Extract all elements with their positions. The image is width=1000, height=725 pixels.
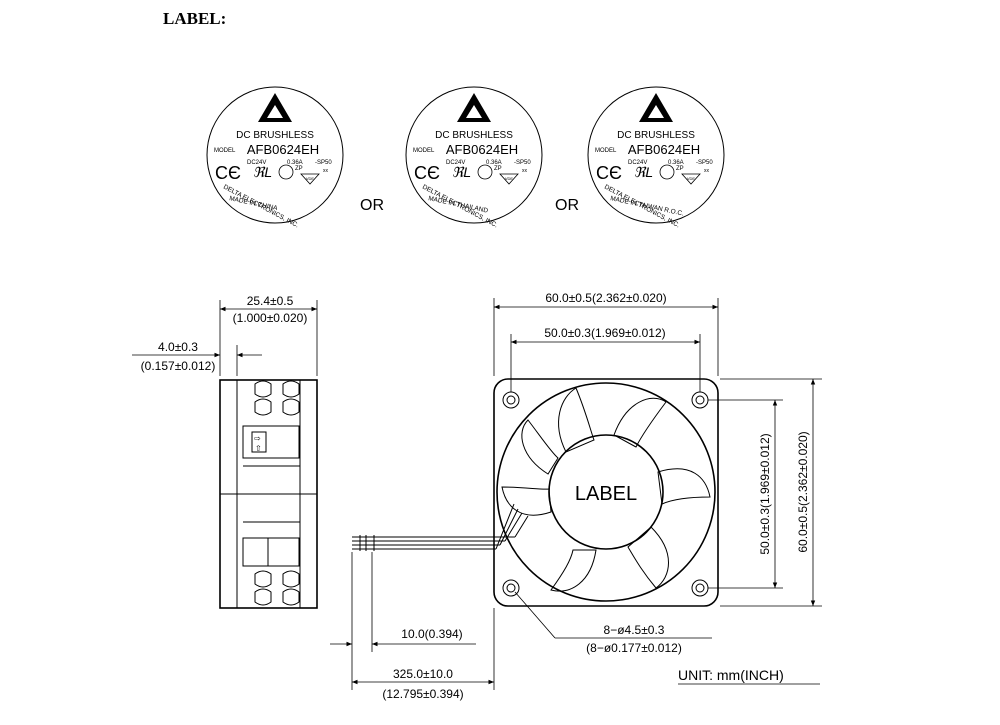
- wire-length-mm: 325.0±10.0: [393, 667, 453, 681]
- height-hole: 50.0±0.3(1.969±0.012): [758, 433, 772, 554]
- tuv-mark-icon: [278, 164, 294, 180]
- depth-mm: 25.4±0.5: [247, 294, 294, 308]
- label-title: DC BRUSHLESS: [236, 130, 314, 141]
- origin-text: MADE IN TAIWAN R.O.C.: [610, 195, 685, 217]
- vde-mark-icon: VDE: [499, 173, 519, 185]
- rotation-arrow-icon: ⇧: [255, 444, 262, 453]
- voltage: DC24V: [628, 160, 647, 166]
- fan-front-view: LABEL: [493, 378, 719, 607]
- label-outline: [587, 86, 725, 224]
- holes-in: (8−ø0.177±0.012): [586, 641, 682, 655]
- flange-mm: 4.0±0.3: [158, 340, 198, 354]
- model-prefix: MODEL: [595, 148, 617, 154]
- ul-mark-icon: ℜL: [634, 164, 653, 180]
- xx-mark: xx: [323, 168, 329, 174]
- suffix: -SP50: [315, 160, 332, 166]
- model-number: AFB0624EH: [247, 142, 319, 157]
- ce-mark-icon: CЄ: [596, 163, 622, 183]
- lead-wires: [352, 535, 515, 551]
- depth-dimension: 25.4±0.5 (1.000±0.020): [219, 294, 318, 376]
- hub-label: LABEL: [575, 483, 637, 505]
- unit-label: UNIT: mm(INCH): [678, 667, 784, 683]
- voltage: DC24V: [446, 160, 465, 166]
- zp-mark: ZP: [676, 166, 684, 172]
- ce-mark-icon: CЄ: [215, 163, 241, 183]
- model-number: AFB0624EH: [628, 142, 700, 157]
- wire-length-dimension: 325.0±10.0 (12.795±0.394): [352, 608, 495, 701]
- current: 0.36A: [287, 160, 303, 166]
- delta-logo-icon: [457, 93, 491, 122]
- front-frame: [493, 378, 719, 607]
- label-disc-taiwan: DC BRUSHLESS MODEL AFB0624EH DC24V 0.36A…: [587, 86, 725, 229]
- svg-text:VDE: VDE: [505, 176, 514, 181]
- height-total: 60.0±0.5(2.362±0.020): [796, 431, 810, 552]
- fan-opening: [496, 382, 716, 602]
- airflow-arrow-icon: ⇨: [254, 434, 261, 443]
- label-outline: [405, 86, 543, 224]
- flange-in: (0.157±0.012): [141, 359, 216, 373]
- model-prefix: MODEL: [413, 148, 435, 154]
- depth-in: (1.000±0.020): [233, 311, 308, 325]
- hole-spacing: 50.0±0.3(1.969±0.012): [544, 326, 665, 340]
- zp-mark: ZP: [494, 166, 502, 172]
- delta-logo-icon: [258, 93, 292, 122]
- width-total: 60.0±0.5(2.362±0.020): [545, 291, 666, 305]
- width-dimension: 60.0±0.5(2.362±0.020): [493, 291, 719, 376]
- fan-side-view: ⇨ ⇧: [219, 379, 318, 609]
- label-title: DC BRUSHLESS: [435, 130, 513, 141]
- ul-mark-icon: ℜL: [253, 164, 272, 180]
- delta-logo-icon: [639, 93, 673, 122]
- hole-spacing-dimension: 50.0±0.3(1.969±0.012): [510, 326, 701, 392]
- vde-mark-icon: VDE: [681, 173, 701, 185]
- flange-dimension: 4.0±0.3 (0.157±0.012): [132, 340, 262, 376]
- current: 0.36A: [668, 160, 684, 166]
- fan-hub: [548, 434, 664, 550]
- ce-mark-icon: CЄ: [414, 163, 440, 183]
- xx-mark: xx: [522, 168, 528, 174]
- xx-mark: xx: [704, 168, 710, 174]
- svg-text:VDE: VDE: [306, 176, 315, 181]
- ul-mark-icon: ℜL: [452, 164, 471, 180]
- suffix: -SP50: [514, 160, 531, 166]
- wire-strip-dimension: 10.0(0.394): [330, 552, 476, 690]
- height-hole-dimension: 50.0±0.3(1.969±0.012): [708, 399, 783, 589]
- fan-blades: [501, 387, 711, 592]
- label-outline: [206, 86, 344, 224]
- label-title: DC BRUSHLESS: [617, 130, 695, 141]
- tuv-mark-icon: [477, 164, 493, 180]
- label-section-title: LABEL:: [163, 9, 226, 28]
- or-separator: OR: [555, 197, 579, 214]
- suffix: -SP50: [696, 160, 713, 166]
- label-disc-thailand: DC BRUSHLESS MODEL AFB0624EH DC24V 0.36A…: [405, 86, 543, 229]
- zp-mark: ZP: [295, 166, 303, 172]
- wire-strip: 10.0(0.394): [401, 627, 462, 641]
- height-total-dimension: 60.0±0.5(2.362±0.020): [720, 378, 822, 607]
- voltage: DC24V: [247, 160, 266, 166]
- wire-length-in: (12.795±0.394): [382, 687, 463, 701]
- or-separator: OR: [360, 197, 384, 214]
- vde-mark-icon: VDE: [300, 173, 320, 185]
- label-disc-china: DC BRUSHLESS MODEL AFB0624EH DC24V 0.36A…: [206, 86, 344, 229]
- tuv-mark-icon: [659, 164, 675, 180]
- model-prefix: MODEL: [214, 148, 236, 154]
- model-number: AFB0624EH: [446, 142, 518, 157]
- hole-callout: 8−ø4.5±0.3 (8−ø0.177±0.012): [514, 591, 712, 655]
- current: 0.36A: [486, 160, 502, 166]
- svg-text:VDE: VDE: [687, 176, 696, 181]
- holes-mm: 8−ø4.5±0.3: [604, 623, 665, 637]
